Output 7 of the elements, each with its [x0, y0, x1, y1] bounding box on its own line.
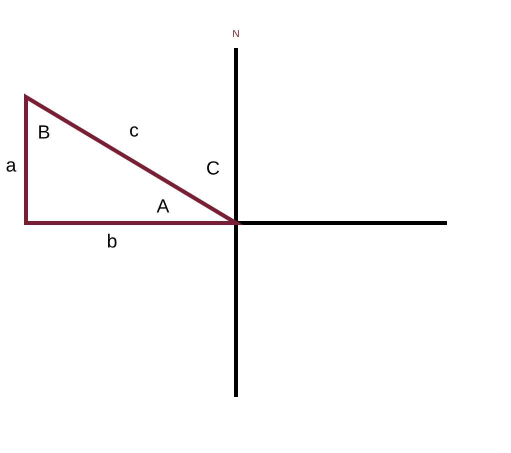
side-angle-label: C: [206, 160, 220, 178]
side-angle-label: a: [6, 156, 16, 176]
side-angle-label: c: [129, 122, 139, 140]
side-angle-label: B: [38, 124, 50, 142]
side-angle-label: A: [156, 198, 170, 216]
side-angle-label: b: [106, 232, 118, 252]
north-label: N: [232, 30, 240, 40]
